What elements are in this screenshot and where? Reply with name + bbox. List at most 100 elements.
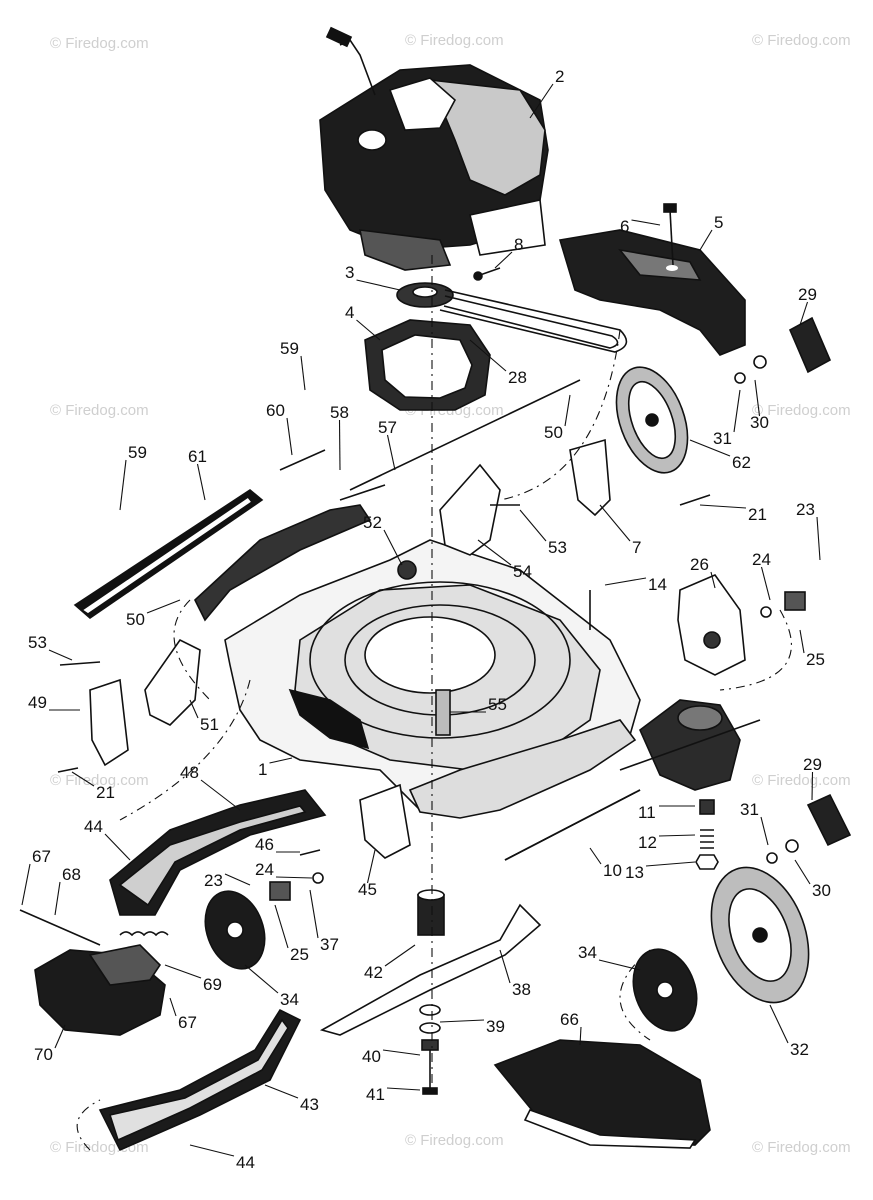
callout-53: 53 bbox=[28, 633, 47, 652]
callout-numbers: 1234567810111213142121232324242525262829… bbox=[28, 67, 831, 1172]
callout-59: 59 bbox=[128, 443, 147, 462]
leader-67 bbox=[21, 863, 31, 906]
callout-13: 13 bbox=[625, 863, 644, 882]
leader-38 bbox=[499, 949, 511, 984]
callout-31: 31 bbox=[740, 800, 759, 819]
callout-25: 25 bbox=[806, 650, 825, 669]
callout-11: 11 bbox=[638, 803, 656, 822]
leader-12 bbox=[658, 834, 696, 837]
callout-10: 10 bbox=[603, 861, 622, 880]
callout-29: 29 bbox=[798, 285, 817, 304]
leader-53 bbox=[519, 509, 547, 542]
bolt-part bbox=[473, 267, 501, 281]
callout-24: 24 bbox=[752, 550, 771, 569]
watermark-text: © Firedog.com bbox=[50, 35, 149, 52]
leader-45 bbox=[366, 849, 376, 884]
leader-50 bbox=[564, 394, 571, 427]
leader-48 bbox=[200, 779, 241, 811]
callout-62: 62 bbox=[732, 453, 751, 472]
callout-26: 26 bbox=[690, 555, 709, 574]
leader-4 bbox=[356, 319, 381, 341]
rod-part bbox=[57, 379, 711, 856]
leader-67 bbox=[169, 997, 177, 1017]
callout-50: 50 bbox=[126, 610, 145, 629]
callout-38: 38 bbox=[512, 980, 531, 999]
belt-cover-part bbox=[558, 203, 746, 356]
rear-flap-part bbox=[19, 909, 169, 1036]
leader-52 bbox=[383, 529, 403, 566]
callout-30: 30 bbox=[812, 881, 831, 900]
callout-53: 53 bbox=[548, 538, 567, 557]
watermark-text: © Firedog.com bbox=[752, 402, 851, 419]
leader-23 bbox=[816, 516, 821, 561]
callout-43: 43 bbox=[300, 1095, 319, 1114]
leader-29 bbox=[811, 771, 814, 801]
watermark-text: © Firedog.com bbox=[752, 32, 851, 49]
leader-3 bbox=[356, 279, 401, 291]
callout-2: 2 bbox=[555, 67, 564, 86]
callout-12: 12 bbox=[638, 833, 657, 852]
leader-26 bbox=[710, 571, 716, 589]
leader-40 bbox=[382, 1049, 421, 1056]
leader-34 bbox=[244, 964, 279, 994]
callout-39: 39 bbox=[486, 1017, 505, 1036]
callout-49: 49 bbox=[28, 693, 47, 712]
callout-29: 29 bbox=[803, 755, 822, 774]
leader-1 bbox=[269, 757, 293, 764]
leader-59 bbox=[119, 459, 127, 511]
callout-48: 48 bbox=[180, 763, 199, 782]
rear-baffle-part bbox=[73, 449, 386, 622]
callout-1: 1 bbox=[258, 760, 267, 779]
leader-62 bbox=[689, 439, 731, 457]
callout-54: 54 bbox=[513, 562, 532, 581]
leader-42 bbox=[384, 944, 416, 967]
callout-55: 55 bbox=[488, 695, 507, 714]
leader-28 bbox=[469, 339, 507, 372]
callout-40: 40 bbox=[362, 1047, 381, 1066]
callout-45: 45 bbox=[358, 880, 377, 899]
callout-34: 34 bbox=[280, 990, 299, 1009]
callout-67: 67 bbox=[178, 1013, 197, 1032]
callout-7: 7 bbox=[632, 538, 641, 557]
leader-41 bbox=[386, 1087, 421, 1091]
callout-60: 60 bbox=[266, 401, 285, 420]
leader-21 bbox=[71, 771, 95, 787]
leader-68 bbox=[54, 881, 61, 916]
callout-70: 70 bbox=[34, 1045, 53, 1064]
leader-23 bbox=[224, 873, 251, 886]
callout-5: 5 bbox=[714, 213, 723, 232]
leader-25 bbox=[799, 629, 805, 654]
watermark-text: © Firedog.com bbox=[50, 402, 149, 419]
leader-5 bbox=[699, 229, 713, 251]
callout-34: 34 bbox=[578, 943, 597, 962]
callout-61: 61 bbox=[188, 447, 207, 466]
leader-61 bbox=[196, 463, 206, 501]
leader-57 bbox=[386, 434, 396, 471]
leader-51 bbox=[189, 699, 199, 719]
callout-24: 24 bbox=[255, 860, 274, 879]
leader-10 bbox=[589, 847, 602, 865]
callout-25: 25 bbox=[290, 945, 309, 964]
skirt-part bbox=[98, 789, 327, 1152]
spring-bushing-part bbox=[695, 799, 719, 870]
callout-14: 14 bbox=[648, 575, 667, 594]
height-adjuster-bracket-part bbox=[89, 438, 746, 859]
leader-21 bbox=[699, 504, 747, 509]
callout-59: 59 bbox=[280, 339, 299, 358]
callout-44: 44 bbox=[84, 817, 103, 836]
leader-37 bbox=[309, 889, 319, 939]
leader-43 bbox=[264, 1084, 299, 1099]
watermark-text: © Firedog.com bbox=[752, 1139, 851, 1156]
leader-66 bbox=[579, 1026, 582, 1046]
callout-46: 46 bbox=[255, 835, 274, 854]
callout-8: 8 bbox=[514, 235, 523, 254]
wheel-hubcap-part bbox=[204, 890, 698, 1032]
callout-51: 51 bbox=[200, 715, 219, 734]
leader-54 bbox=[477, 539, 512, 566]
leader-24 bbox=[275, 876, 313, 879]
watermark-text: © Firedog.com bbox=[405, 32, 504, 49]
callout-50: 50 bbox=[544, 423, 563, 442]
leader-34 bbox=[598, 959, 641, 971]
